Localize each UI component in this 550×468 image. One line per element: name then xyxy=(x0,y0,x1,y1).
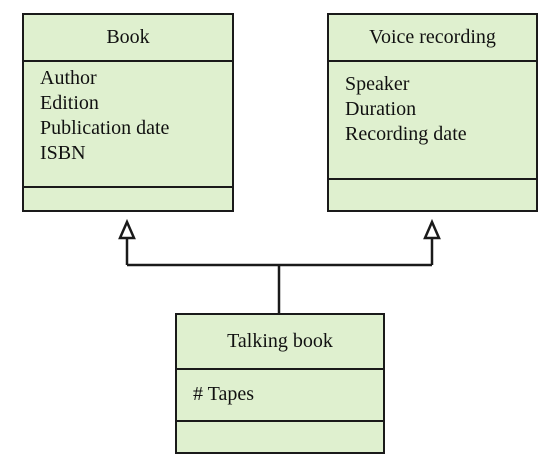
attribute-isbn: ISBN xyxy=(40,142,86,164)
attribute-publication-date: Publication date xyxy=(40,117,170,139)
class-voice-recording-name-compartment: Voice recording xyxy=(329,15,536,62)
attribute-speaker: Speaker xyxy=(345,73,410,95)
class-voice-recording-name: Voice recording xyxy=(369,26,496,48)
class-book-name-compartment: Book xyxy=(24,15,232,62)
class-talking-book-name: Talking book xyxy=(227,330,333,352)
class-book-attributes-compartment: Author Edition Publication date ISBN xyxy=(24,62,232,188)
attribute-author: Author xyxy=(40,67,97,89)
class-book: Book Author Edition Publication date ISB… xyxy=(22,13,234,212)
class-voice-recording-operations-compartment xyxy=(329,180,536,210)
class-talking-book-operations-compartment xyxy=(177,422,383,452)
voice-recording-generalization-arrowhead xyxy=(423,218,441,240)
class-talking-book: Talking book # Tapes xyxy=(175,313,385,454)
attribute-edition: Edition xyxy=(40,92,99,114)
attribute-tapes: # Tapes xyxy=(193,383,254,405)
class-voice-recording: Voice recording Speaker Duration Recordi… xyxy=(327,13,538,212)
class-voice-recording-attributes-compartment: Speaker Duration Recording date xyxy=(329,62,536,180)
book-generalization-arrowhead xyxy=(118,218,136,240)
class-talking-book-attributes-compartment: # Tapes xyxy=(177,370,383,422)
attribute-recording-date: Recording date xyxy=(345,123,467,145)
class-book-operations-compartment xyxy=(24,188,232,210)
class-book-name: Book xyxy=(106,26,150,48)
attribute-duration: Duration xyxy=(345,98,417,120)
class-talking-book-name-compartment: Talking book xyxy=(177,315,383,370)
